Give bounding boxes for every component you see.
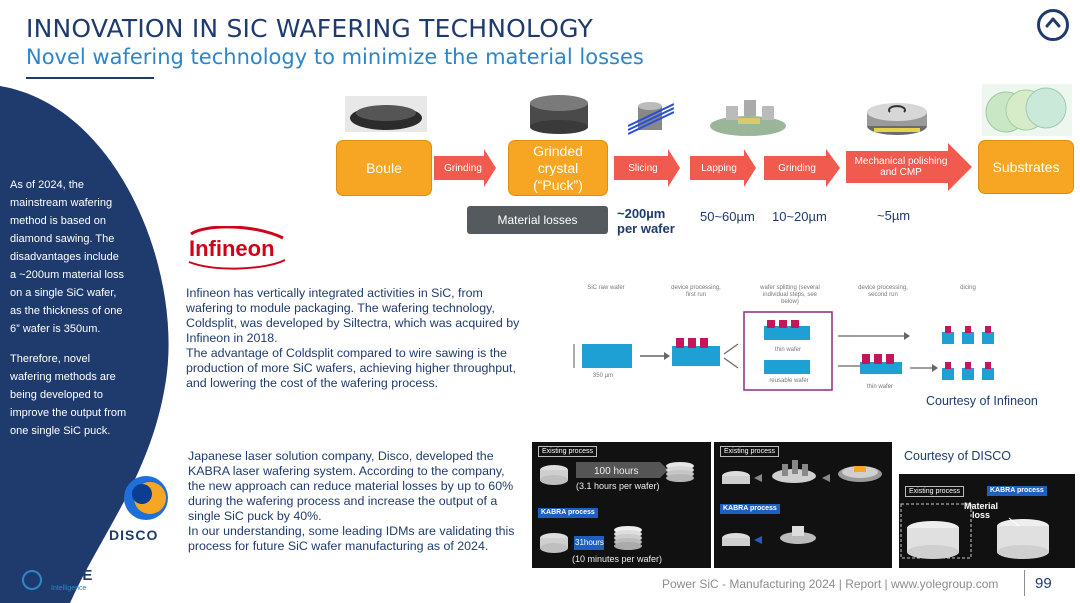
polishing-loss-value: ~5µm [877, 208, 911, 223]
existing-process-label: Existing process [905, 486, 964, 497]
grinding-loss-value: 10~20µm [772, 209, 827, 224]
footer-report-text: Power SiC - Manufacturing 2024 | Report … [662, 577, 999, 591]
diagram-label: SiC raw wafer [587, 285, 625, 291]
slicing-loss-value: ~200µm per wafer [617, 206, 675, 236]
diagram-label: dicing [960, 285, 976, 291]
page-subtitle: Novel wafering technology to minimize th… [26, 45, 644, 69]
existing-process-label: Existing process [720, 446, 779, 457]
existing-process-label: Existing process [538, 446, 597, 457]
substrates-box: Substrates [978, 140, 1074, 194]
infineon-courtesy: Courtesy of Infineon [926, 394, 1038, 408]
slicing-image [627, 96, 675, 136]
disco-text: Japanese laser solution company, Disco, … [188, 449, 518, 554]
lapping-loss-value: 50~60µm [700, 209, 755, 224]
material-losses-label: Material losses [467, 206, 608, 234]
lapping-label: Lapping [701, 162, 737, 174]
diagram-label: device processing, second run [858, 285, 908, 298]
sidebar-panel: As of 2024, the mainstream wafering meth… [0, 86, 190, 603]
boule-image [345, 96, 427, 132]
disco-courtesy: Courtesy of DISCO [904, 449, 1011, 463]
kabra-process-label: KABRA process [720, 504, 780, 514]
sidebar-paragraph: As of 2024, the mainstream wafering meth… [10, 179, 125, 335]
disco-logo-text: DISCO [109, 527, 159, 543]
diagram-label: thin wafer [866, 384, 893, 390]
kabra-per-wafer: (10 minutes per wafer) [572, 554, 663, 564]
yole-logo [16, 564, 108, 596]
sidebar-paragraph: Therefore, novel wafering methods are be… [10, 353, 127, 437]
lapping-image [708, 96, 788, 138]
grinded-crystal-box: Grinded crystal (“Puck”) [508, 140, 608, 196]
infineon-paragraph: Infineon has vertically integrated activ… [186, 286, 520, 345]
puck-image [528, 93, 590, 135]
diagram-label: reusable wafer [769, 378, 809, 384]
coldsplit-diagram: SiC raw wafer device processing, first r… [560, 280, 1000, 400]
polishing-image [866, 100, 928, 136]
footer-divider [1024, 570, 1025, 596]
polishing-arrow: Mechanical polishing and CMP [846, 143, 972, 191]
kabra-hours: 31hours [575, 538, 604, 547]
polishing-label: Mechanical polishing and CMP [854, 156, 948, 178]
material-loss-label: Material loss [963, 501, 998, 520]
slicing-arrow: Slicing [614, 149, 680, 187]
grinding-2-arrow: Grinding [764, 149, 840, 187]
disco-paragraph: Japanese laser solution company, Disco, … [188, 449, 514, 523]
kabra-panel-2: Existing process KABRA process [714, 442, 892, 568]
infineon-text: Infineon has vertically integrated activ… [186, 286, 520, 391]
kabra-panel-3: Existing process KABRA process Material … [899, 474, 1075, 568]
diagram-label: device processing, first run [671, 285, 721, 298]
existing-per-wafer: (3.1 hours per wafer) [576, 481, 660, 491]
sidebar-text: As of 2024, the mainstream wafering meth… [10, 176, 128, 452]
grinding-arrow: Grinding [434, 149, 496, 187]
page-title: INNOVATION IN SIC WAFERING TECHNOLOGY [26, 14, 593, 43]
disco-paragraph: In our understanding, some leading IDMs … [188, 524, 515, 553]
grinding-2-label: Grinding [778, 162, 816, 174]
boule-box: Boule [336, 140, 432, 196]
kabra-process-label: KABRA process [538, 508, 598, 518]
existing-hours: 100 hours [594, 466, 639, 477]
kabra-panel-1: Existing process 100 hours (3.1 hours pe… [532, 442, 711, 568]
diagram-label: wafer splitting (several individual step… [760, 285, 820, 305]
page-number: 99 [1035, 575, 1052, 592]
slicing-label: Slicing [628, 162, 658, 174]
yole-logo-subtext: Intelligence [51, 585, 87, 592]
infineon-paragraph: The advantage of Coldsplit compared to w… [186, 346, 516, 390]
chevron-up-icon [1045, 17, 1061, 28]
substrates-image [982, 84, 1072, 136]
diagram-label: 350 µm [592, 373, 614, 379]
infineon-logo: Infineon [185, 225, 289, 272]
grinding-label: Grinding [444, 162, 482, 174]
infineon-logo-text: Infineon [189, 236, 275, 261]
diagram-label: thin wafer [774, 347, 801, 353]
kabra-process-label: KABRA process [987, 486, 1047, 496]
yole-logo-text: YOLE [50, 567, 93, 584]
scroll-up-button[interactable] [1037, 9, 1069, 41]
title-divider [26, 77, 154, 79]
lapping-arrow: Lapping [690, 149, 756, 187]
disco-logo [112, 472, 182, 544]
